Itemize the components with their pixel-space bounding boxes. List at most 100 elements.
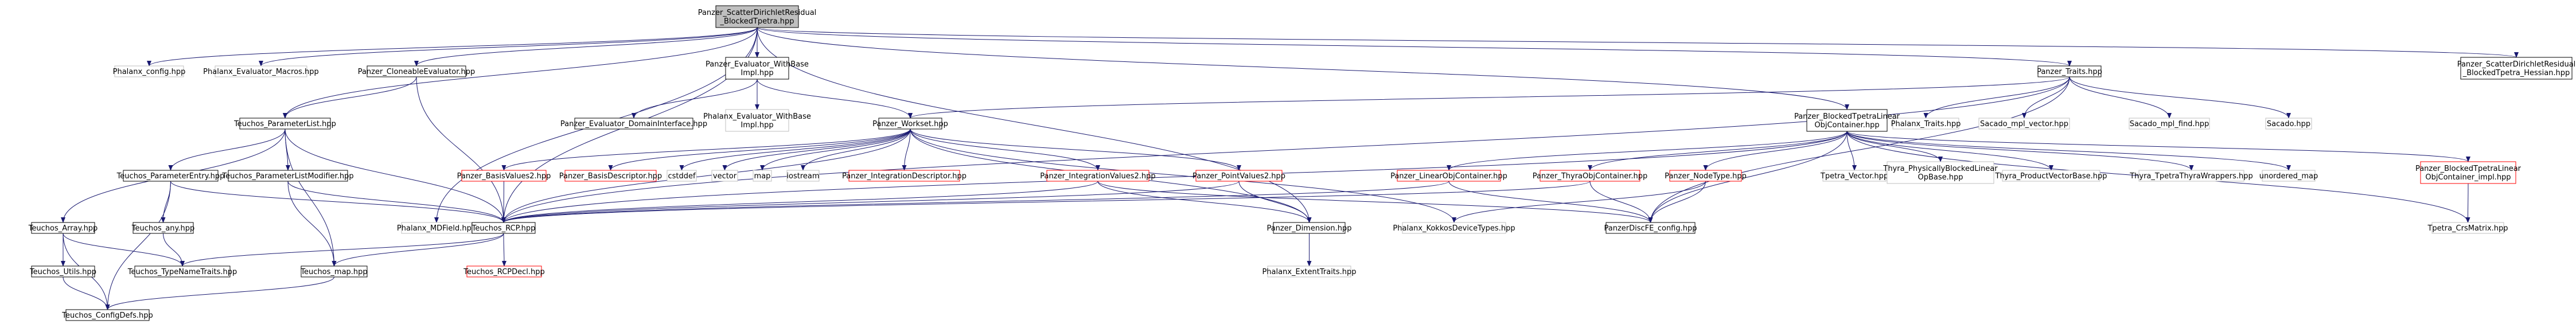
- node-label-blocked_container-line1: Panzer_BlockedTpetraLinear: [1794, 112, 1900, 121]
- node-label-phx_withbase-line2: Impl.hpp: [741, 121, 773, 130]
- node-phx_mdfield: Phalanx_MDField.hpp: [397, 222, 476, 234]
- nodes-layer: Panzer_ScatterDirichletResidual_BlockedT…: [28, 5, 2576, 321]
- node-teuchos_array[interactable]: Teuchos_Array.hpp: [28, 222, 98, 234]
- edges-layer: [61, 27, 2518, 310]
- node-label-param_entry: Teuchos_ParameterEntry.hpp: [116, 172, 225, 181]
- edge-root-to-blocked_container: [757, 27, 1849, 110]
- node-label-teuchos_configdefs: Teuchos_ConfigDefs.hpp: [61, 311, 153, 320]
- node-teuchos_any[interactable]: Teuchos_any.hpp: [131, 222, 195, 234]
- node-label-phx_withbase-line1: Phalanx_Evaluator_WithBase: [703, 112, 811, 121]
- node-label-traits: Panzer_Traits.hpp: [2037, 68, 2102, 76]
- node-teuchos_typename[interactable]: Teuchos_TypeNameTraits.hpp: [127, 265, 237, 278]
- edge-linear_obj-to-teuchos_rcp: [501, 181, 1449, 223]
- node-scatter_hessian[interactable]: Panzer_ScatterDirichletResidual_BlockedT…: [2457, 57, 2576, 80]
- node-box-node_type: [1669, 170, 1742, 182]
- edge-param_list-to-teuchos_rcp: [285, 128, 506, 223]
- edge-param_entry-to-teuchos_any: [161, 181, 171, 223]
- node-point_values2[interactable]: Panzer_PointValues2.hpp: [1192, 170, 1285, 182]
- node-node_type[interactable]: Panzer_NodeType.hpp: [1665, 170, 1747, 182]
- edge-teuchos_rcp-to-teuchos_map: [332, 233, 504, 267]
- node-integ_desc[interactable]: Panzer_IntegrationDescriptor.hpp: [842, 170, 967, 182]
- edge-root-to-panzer_dimension: [757, 27, 1312, 223]
- node-traits[interactable]: Panzer_Traits.hpp: [2037, 65, 2102, 77]
- node-box-traits: [2037, 65, 2102, 77]
- node-box-cstddef: [667, 170, 697, 182]
- edge-cloneable-to-param_list: [283, 76, 417, 119]
- node-basis_desc[interactable]: Panzer_BasisDescriptor.hpp: [559, 170, 662, 182]
- node-box-param_list: [239, 118, 331, 130]
- node-rcpdecl[interactable]: Teuchos_RCPDecl.hpp: [463, 265, 545, 278]
- node-label-param_list: Teuchos_ParameterList.hpp: [233, 120, 336, 128]
- node-panzer_config[interactable]: PanzerDiscFE_config.hpp: [1604, 222, 1697, 234]
- node-panzer_dimension[interactable]: Panzer_Dimension.hpp: [1266, 222, 1352, 234]
- node-box-integ_values2: [1046, 170, 1149, 182]
- edge-root-to-phx_config: [147, 27, 758, 67]
- node-box-phx_mdfield: [401, 222, 472, 234]
- edge-node_type-to-phx_kokkos: [1452, 181, 1706, 223]
- node-cstddef: cstddef: [667, 170, 697, 182]
- node-box-basis_desc: [564, 170, 657, 182]
- node-domain_iface[interactable]: Panzer_Evaluator_DomainInterface.hpp: [560, 118, 707, 130]
- node-unordered_map: unordered_map: [2259, 170, 2318, 182]
- node-label-cloneable: Panzer_CloneableEvaluator.hpp: [358, 68, 476, 76]
- node-label-integ_values2: Panzer_IntegrationValues2.hpp: [1040, 172, 1155, 181]
- edge-traits-to-workset: [908, 76, 2070, 119]
- edge-point_values2-to-teuchos_rcp: [501, 181, 1240, 223]
- node-workset[interactable]: Panzer_Workset.hpp: [872, 118, 948, 130]
- node-param_entry[interactable]: Teuchos_ParameterEntry.hpp: [116, 170, 225, 182]
- node-box-teuchos_map: [301, 265, 368, 278]
- node-teuchos_utils[interactable]: Teuchos_Utils.hpp: [29, 265, 96, 278]
- node-teuchos_configdefs[interactable]: Teuchos_ConfigDefs.hpp: [61, 309, 153, 321]
- node-root[interactable]: Panzer_ScatterDirichletResidual_BlockedT…: [698, 5, 817, 28]
- node-box-panzer_dimension: [1273, 222, 1346, 234]
- node-label-teuchos_rcp: Teuchos_RCP.hpp: [471, 224, 536, 233]
- node-label-teuchos_utils: Teuchos_Utils.hpp: [29, 268, 96, 276]
- edge-workset-to-teuchos_rcp: [501, 128, 911, 223]
- node-thyra_obj[interactable]: Panzer_ThyraObjContainer.hpp: [1533, 170, 1648, 182]
- node-teuchos_map[interactable]: Teuchos_map.hpp: [300, 265, 368, 278]
- node-teuchos_rcp[interactable]: Teuchos_RCP.hpp: [471, 222, 536, 234]
- node-thyra_prod: Thyra_ProductVectorBase.hpp: [1995, 170, 2107, 182]
- node-box-panzer_config: [1605, 222, 1696, 234]
- node-box-teuchos_utils: [31, 265, 95, 278]
- node-box-workset: [878, 118, 942, 130]
- node-label-teuchos_array: Teuchos_Array.hpp: [28, 224, 98, 233]
- node-param_list[interactable]: Teuchos_ParameterList.hpp: [233, 118, 336, 130]
- node-box-basis_values2: [461, 170, 547, 182]
- edge-blocked_container-to-thyra_phys: [1846, 131, 1943, 162]
- edge-eval_withbase-to-domain_iface: [632, 79, 758, 119]
- node-phx_extent: Phalanx_ExtentTraits.hpp: [1262, 265, 1357, 278]
- node-integ_values2[interactable]: Panzer_IntegrationValues2.hpp: [1040, 170, 1156, 182]
- node-label-tpetra_vector: Tpetra_Vector.hpp: [1820, 172, 1888, 181]
- edge-blocked_container-to-thyra_prod: [1846, 131, 2053, 171]
- node-linear_obj[interactable]: Panzer_LinearObjContainer.hpp: [1390, 170, 1507, 182]
- node-cloneable[interactable]: Panzer_CloneableEvaluator.hpp: [358, 65, 476, 77]
- node-label-panzer_dimension: Panzer_Dimension.hpp: [1266, 224, 1351, 233]
- node-box-sacado_mpl_find: [2129, 118, 2210, 130]
- node-sacado_mpl_find: Sacado_mpl_find.hpp: [2129, 118, 2210, 130]
- node-box-phx_kokkos: [1402, 222, 1506, 234]
- edge-root-to-scatter_hessian: [757, 27, 2518, 58]
- node-param_list_mod[interactable]: Teuchos_ParameterListModifier.hpp: [221, 170, 354, 182]
- node-box-sacado: [2265, 118, 2312, 130]
- node-label-root-line1: Panzer_ScatterDirichletResidual: [698, 9, 817, 17]
- node-basis_values2[interactable]: Panzer_BasisValues2.hpp: [457, 170, 551, 182]
- node-box-thyra_obj: [1540, 170, 1640, 182]
- node-label-panzer_config: PanzerDiscFE_config.hpp: [1604, 224, 1697, 233]
- node-label-scatter_hessian-line1: Panzer_ScatterDirichletResidual: [2457, 60, 2576, 69]
- node-label-basis_desc: Panzer_BasisDescriptor.hpp: [559, 172, 662, 181]
- node-blocked_container_impl[interactable]: Panzer_BlockedTpetraLinearObjContainer_i…: [2415, 161, 2522, 184]
- node-thyra_wrappers: Thyra_TpetraThyraWrappers.hpp: [2129, 170, 2253, 182]
- node-box-teuchos_array: [31, 222, 95, 234]
- edge-workset-to-integ_values2: [910, 128, 1100, 171]
- node-label-eval_withbase-line2: Impl.hpp: [741, 69, 773, 77]
- node-box-linear_obj: [1397, 170, 1501, 182]
- node-label-rcpdecl: Teuchos_RCPDecl.hpp: [463, 268, 545, 276]
- node-blocked_container[interactable]: Panzer_BlockedTpetraLinearObjContainer.h…: [1794, 109, 1900, 132]
- edge-teuchos_rcp-to-teuchos_typename: [180, 233, 504, 267]
- node-phx_kokkos: Phalanx_KokkosDeviceTypes.hpp: [1393, 222, 1515, 234]
